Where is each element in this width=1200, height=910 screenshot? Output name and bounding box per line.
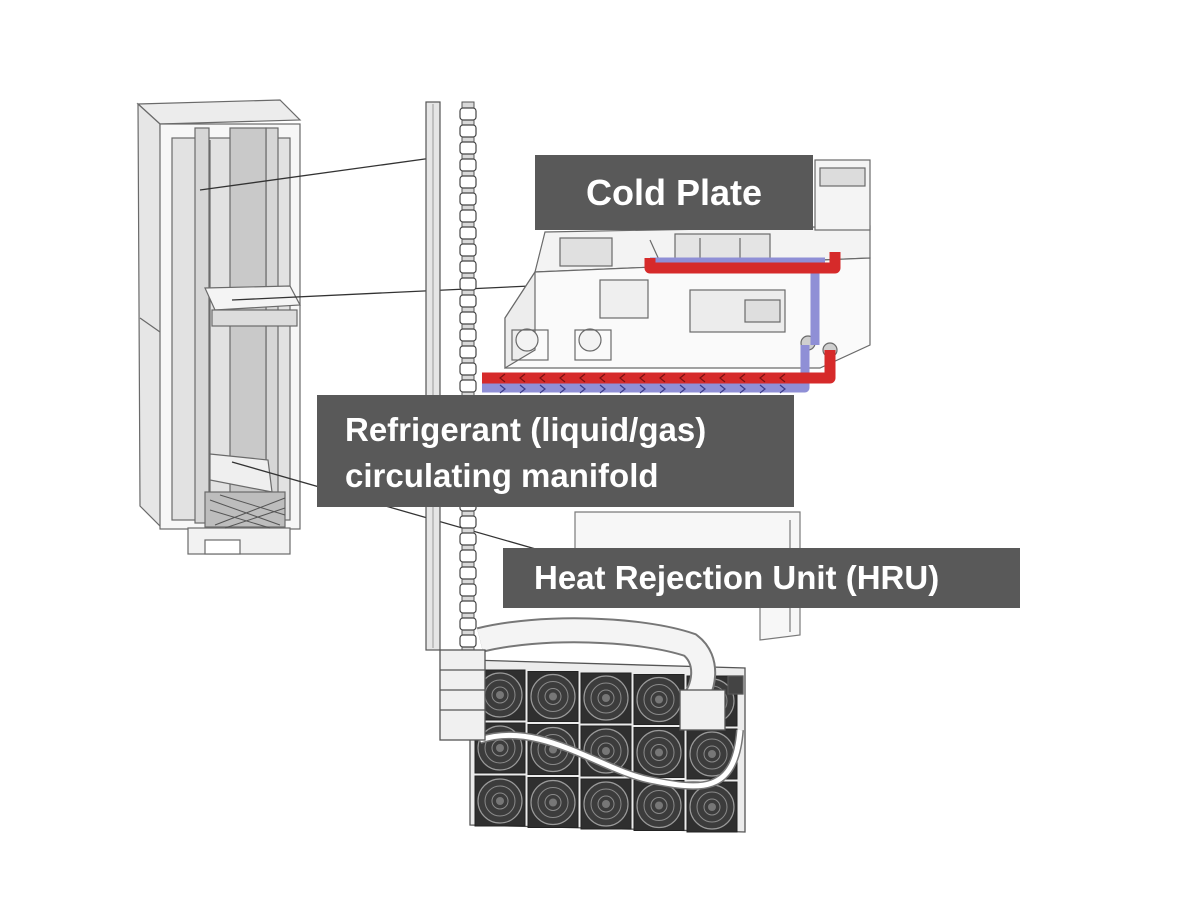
fan-icon: [580, 672, 632, 724]
refrigerant-cool-line: [482, 257, 825, 393]
fan-array: [474, 669, 738, 833]
fan-icon: [474, 722, 526, 774]
fan-icon: [527, 671, 579, 722]
rack-crosshatch: [209, 494, 286, 529]
flow-direction-marks: [499, 373, 786, 394]
fan-icon: [474, 775, 526, 827]
fan-icon: [633, 727, 685, 778]
refrigerant-hot-line: [482, 252, 841, 384]
server-rack-icon: [136, 99, 302, 555]
fan-icon: [686, 728, 738, 780]
fan-icon: [527, 777, 579, 828]
fan-icon: [633, 780, 685, 831]
hru-label: Heat Rejection Unit (HRU): [503, 548, 1020, 608]
refrigerant-manifold-label: Refrigerant (liquid/gas) circulating man…: [317, 395, 794, 507]
fan-icon: [633, 674, 685, 725]
heat-rejection-unit-icon: [439, 617, 746, 833]
fan-icon: [686, 781, 738, 833]
cold-plate-label: Cold Plate: [535, 155, 813, 230]
fan-icon: [580, 778, 632, 830]
refrigerant-label-line1: Refrigerant (liquid/gas): [345, 411, 707, 448]
refrigerant-label-line2: circulating manifold: [345, 457, 659, 494]
leader-lines: [199, 157, 561, 557]
